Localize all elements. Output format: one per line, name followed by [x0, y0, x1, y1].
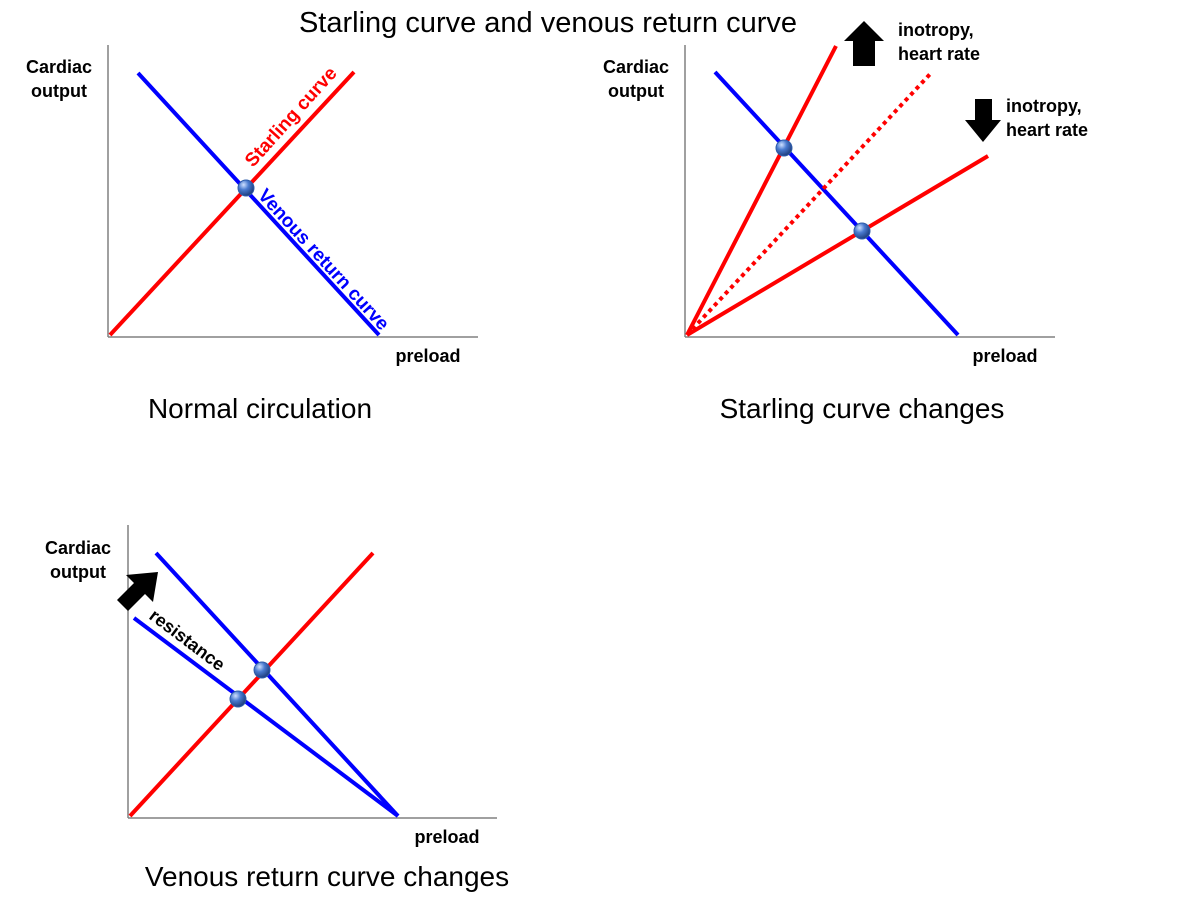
y-axis-label-line2: output [31, 81, 87, 101]
main-title: Starling curve and venous return curve [299, 7, 797, 39]
y-axis-label-line1: Cardiac [45, 538, 111, 558]
y-axis-label-line1: Cardiac [603, 57, 669, 77]
venous-return-curve-label: Venous return curve [253, 185, 393, 335]
equilibrium-point-decreased [853, 222, 871, 240]
increase-note-line1: inotropy, [898, 20, 974, 40]
venous-return-curve [713, 70, 960, 337]
decrease-note-line2: heart rate [1006, 120, 1088, 140]
increase-note-line2: heart rate [898, 44, 980, 64]
panel-caption: Venous return curve changes [145, 861, 509, 892]
x-axis-label: preload [414, 827, 479, 847]
equilibrium-point-lower [229, 690, 247, 708]
panel-normal-circulation: Cardiac output preload Starling curve Ve… [26, 45, 478, 424]
y-axis-label-line1: Cardiac [26, 57, 92, 77]
up-right-arrow-icon [117, 572, 158, 611]
venous-return-curve-upper [154, 551, 400, 818]
starling-curve-label: Starling curve [241, 63, 341, 171]
starling-curve [108, 70, 356, 337]
up-arrow-icon [844, 21, 884, 66]
panel-caption: Starling curve changes [720, 393, 1005, 424]
x-axis-label: preload [972, 346, 1037, 366]
panel-caption: Normal circulation [148, 393, 372, 424]
starling-curve-decreased [685, 154, 990, 337]
venous-return-curve-lower [132, 616, 400, 818]
y-axis-label-line2: output [608, 81, 664, 101]
equilibrium-point-increased [775, 139, 793, 157]
equilibrium-point-upper [253, 661, 271, 679]
starling-curve [128, 551, 375, 818]
starling-curve-increased [685, 45, 838, 336]
x-axis-label: preload [395, 346, 460, 366]
down-arrow-icon [965, 99, 1001, 142]
starling-curve-baseline [685, 70, 934, 337]
y-axis-label-line2: output [50, 562, 106, 582]
decrease-note-line1: inotropy, [1006, 96, 1082, 116]
panel-venous-return-curve-changes: Cardiac output preload resistance Venous… [45, 525, 509, 892]
venous-return-curve [136, 71, 381, 337]
panel-starling-curve-changes: Cardiac output preload inotropy, heart r… [603, 20, 1088, 424]
equilibrium-point [237, 179, 255, 197]
